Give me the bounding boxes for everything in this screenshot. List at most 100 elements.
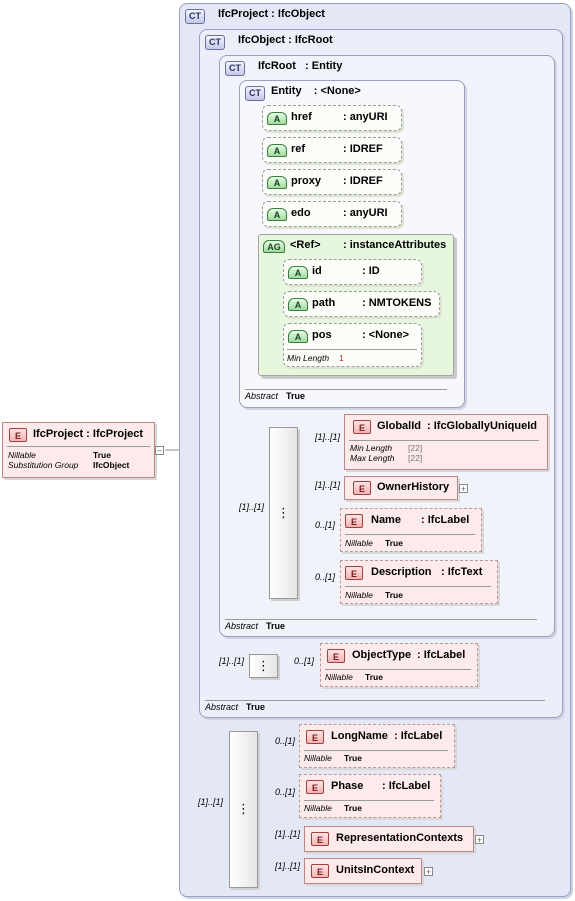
facet-value: 1 bbox=[339, 353, 344, 363]
attribute-type: : IDREF bbox=[343, 175, 383, 187]
attribute-href[interactable]: A href : anyURI bbox=[262, 105, 402, 131]
max-length-label: Max Length bbox=[350, 453, 395, 463]
substitution-group-label: Substitution Group bbox=[8, 460, 79, 470]
min-length-value: [22] bbox=[408, 443, 423, 453]
element-representationcontexts[interactable]: E RepresentationContexts bbox=[304, 826, 474, 852]
element-badge: E bbox=[311, 832, 329, 846]
sequence-icon: ⋮ bbox=[257, 658, 270, 673]
element-name: Description bbox=[371, 566, 432, 578]
separator bbox=[304, 800, 434, 801]
sequence-icon: ⋮ bbox=[277, 505, 290, 520]
cardinality-label: [1]..[1] bbox=[315, 432, 341, 442]
nillable-label: Nillable bbox=[8, 450, 36, 460]
abstract-value: True bbox=[266, 621, 286, 631]
element-globalid[interactable]: E GlobalId : IfcGloballyUniqueId Min Len… bbox=[344, 414, 548, 470]
attribute-badge: A bbox=[288, 330, 308, 343]
complex-type-title: IfcRoot : Entity bbox=[258, 60, 343, 72]
attribute-badge: A bbox=[267, 112, 287, 125]
element-badge: E bbox=[306, 730, 324, 744]
element-facets: Min Length [22] Max Length [22] bbox=[350, 443, 422, 463]
min-length-label: Min Length bbox=[350, 443, 393, 453]
element-name: UnitsInContext bbox=[336, 864, 415, 876]
attribute-type: : IDREF bbox=[343, 143, 383, 155]
attribute-type: : ID bbox=[362, 265, 380, 277]
element-name: Phase bbox=[331, 780, 364, 792]
collapse-toggle[interactable]: – bbox=[155, 445, 164, 455]
cardinality-label: [1]..[1] bbox=[219, 656, 245, 666]
attribute-name: ref bbox=[291, 143, 306, 155]
element-badge: E bbox=[353, 481, 371, 495]
complex-type-badge: CT bbox=[245, 86, 265, 101]
element-type: : IfcLabel bbox=[421, 514, 470, 526]
attribute-id[interactable]: A id : ID bbox=[283, 259, 422, 285]
element-name: GlobalId bbox=[377, 420, 421, 432]
nillable-value: True bbox=[344, 803, 362, 813]
cardinality-label: [1]..[1] bbox=[275, 829, 301, 839]
complex-type-title: IfcObject : IfcRoot bbox=[238, 34, 333, 46]
attribute-name: path bbox=[312, 297, 336, 309]
cardinality-label: [1]..[1] bbox=[239, 502, 265, 512]
expand-toggle[interactable]: + bbox=[459, 484, 468, 494]
attribute-badge: A bbox=[267, 176, 287, 189]
sequence-compositor[interactable]: ⋮ bbox=[269, 427, 298, 599]
attribute-name: href bbox=[291, 111, 312, 123]
nillable-value: True bbox=[385, 538, 403, 548]
nillable-value: True bbox=[385, 590, 403, 600]
cardinality-label: [1]..[1] bbox=[315, 480, 341, 490]
nillable-label: Nillable bbox=[345, 538, 373, 548]
attribute-type: : NMTOKENS bbox=[362, 297, 432, 309]
element-type: : IfcLabel bbox=[394, 730, 443, 742]
attribute-badge: A bbox=[267, 144, 287, 157]
nillable-value: True bbox=[344, 753, 362, 763]
attribute-edo[interactable]: A edo : anyURI bbox=[262, 201, 402, 227]
attribute-name: id bbox=[312, 265, 322, 277]
separator bbox=[304, 750, 448, 751]
separator bbox=[287, 349, 417, 350]
nillable-label: Nillable bbox=[304, 803, 332, 813]
complex-type-badge: CT bbox=[185, 9, 205, 24]
cardinality-label: 0..[1] bbox=[315, 572, 336, 582]
max-length-value: [22] bbox=[408, 453, 423, 463]
abstract-label: Abstract bbox=[225, 621, 259, 631]
abstract-label: Abstract bbox=[245, 391, 279, 401]
attribute-name: proxy bbox=[291, 175, 321, 187]
sequence-icon: ⋮ bbox=[237, 801, 250, 816]
element-name: RepresentationContexts bbox=[336, 832, 464, 844]
element-name: OwnerHistory bbox=[377, 481, 450, 493]
expand-toggle[interactable]: + bbox=[475, 835, 484, 845]
attribute-type: : anyURI bbox=[343, 207, 388, 219]
substitution-group-value: IfcObject bbox=[93, 460, 130, 470]
attribute-ref[interactable]: A ref : IDREF bbox=[262, 137, 402, 163]
sequence-compositor[interactable]: ⋮ bbox=[229, 731, 258, 888]
cardinality-label: [1]..[1] bbox=[275, 861, 301, 871]
element-name: LongName bbox=[331, 730, 388, 742]
attribute-proxy[interactable]: A proxy : IDREF bbox=[262, 169, 402, 195]
element-badge: E bbox=[9, 428, 27, 442]
sequence-compositor[interactable]: ⋮ bbox=[249, 654, 278, 678]
element-unitsincontext[interactable]: E UnitsInContext bbox=[304, 858, 422, 884]
separator bbox=[345, 534, 475, 535]
expand-toggle[interactable]: + bbox=[424, 867, 433, 877]
element-badge: E bbox=[311, 864, 329, 878]
element-ownerhistory[interactable]: E OwnerHistory bbox=[344, 476, 458, 500]
nillable-value: True bbox=[365, 672, 383, 682]
separator bbox=[325, 669, 471, 670]
abstract-label: Abstract bbox=[205, 702, 239, 712]
cardinality-label: [1]..[1] bbox=[198, 797, 224, 807]
cardinality-label: 0..[1] bbox=[275, 736, 296, 746]
element-name: ObjectType bbox=[352, 649, 412, 661]
element-type: : IfcGloballyUniqueId bbox=[427, 420, 538, 432]
separator bbox=[345, 586, 491, 587]
attribute-path[interactable]: A path : NMTOKENS bbox=[283, 291, 440, 317]
